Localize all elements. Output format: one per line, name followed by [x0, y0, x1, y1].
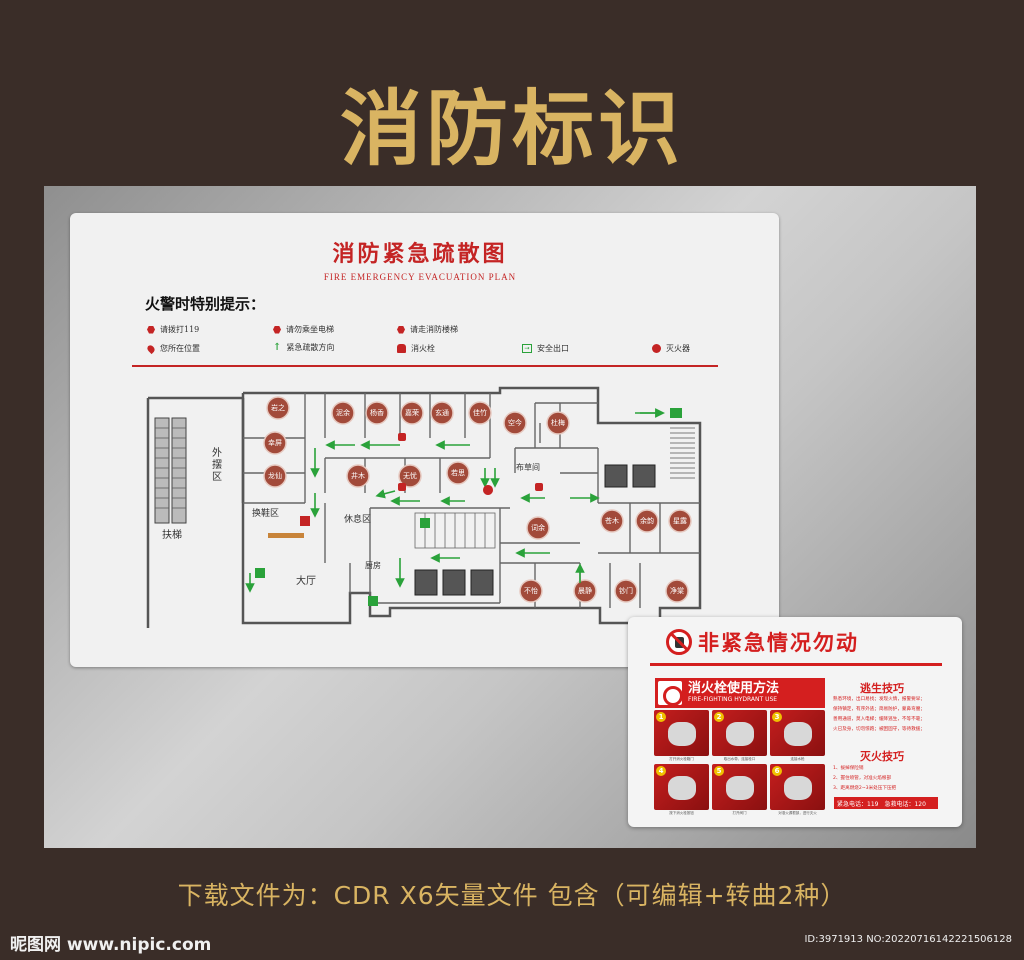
legend-item: 请走消防楼梯: [397, 324, 458, 335]
step-caption: 连接水枪: [790, 757, 805, 761]
legend-item: 请拨打119: [147, 324, 199, 335]
location-pin-icon: [145, 343, 157, 354]
room-label: 空今: [508, 419, 522, 427]
spray-icon: [784, 776, 812, 800]
legend-item: 您所在位置: [145, 343, 200, 354]
watermark-id: ID:3971913 NO:20220716142221506128: [804, 934, 1012, 945]
zone-lounge: 休息区: [344, 515, 372, 525]
room-label: 佳竹: [473, 409, 487, 417]
legend-item: ↑ 紧急疏散方向: [273, 342, 334, 353]
fire-hydrant-icon: [397, 344, 406, 353]
step-caption: 取出水带，连接栓口: [723, 757, 756, 761]
download-info: 下载文件为：CDR X6矢量文件 包含（可编辑+转曲2种）: [177, 881, 847, 910]
plan-subtitle: FIRE EMERGENCY EVACUATION PLAN: [323, 272, 517, 282]
room-label: 不怡: [524, 587, 538, 595]
room-label: 词余: [531, 524, 545, 532]
room-label: 苍木: [605, 517, 619, 525]
nozzle-icon: [784, 722, 812, 746]
legend-label: 消火栓: [411, 344, 435, 353]
step-caption: 打开阀门: [732, 811, 747, 815]
legend-label: 您所在位置: [160, 344, 200, 353]
room-label: 玄通: [435, 409, 449, 417]
divider-line: [132, 365, 718, 367]
step-caption: 按下消火栓按钮: [669, 811, 694, 815]
step-1-image: 1: [654, 710, 709, 756]
zone-outdoor: 外摆区: [212, 448, 222, 483]
zone-linen: 布草间: [516, 463, 540, 472]
emergency-phone-bar: 紧急电话：119 急救电话：120: [834, 797, 938, 809]
legend-label: 灭火器: [666, 344, 690, 353]
zone-hall: 大厅: [296, 576, 316, 587]
usage-title: 消火栓使用方法: [688, 681, 780, 696]
watermark-logo: 昵图网 www.nipic.com: [10, 935, 212, 955]
hints-title: 火警时特别提示：: [145, 295, 266, 313]
escape-tips-title: 逃生技巧: [860, 682, 904, 695]
zone-kitchen: 厨房: [365, 561, 381, 570]
hydrant-hose-icon: [658, 681, 683, 706]
legend-label: 安全出口: [537, 344, 569, 353]
room-label: 杜梅: [551, 419, 565, 427]
extinguisher-icon: [652, 344, 661, 353]
step-5-image: 5: [712, 764, 767, 810]
legend-label: 请勿乘坐电梯: [286, 325, 334, 334]
legend-item: 请勿乘坐电梯: [273, 324, 334, 335]
sign-divider: [650, 663, 942, 666]
legend-item: 消火栓: [397, 343, 435, 354]
room-label: 余韵: [640, 517, 654, 525]
room-label: 晨静: [578, 587, 592, 595]
room-label: 净棠: [670, 587, 684, 595]
room-label: 龙仙: [268, 472, 282, 480]
room-label: 井木: [351, 472, 365, 480]
legend-label: 紧急疏散方向: [286, 343, 335, 352]
room-label: 岩之: [271, 404, 285, 412]
hose-reel-icon: [668, 722, 696, 746]
legend-label: 请走消防楼梯: [410, 325, 458, 334]
step-caption: 对准火源根部，进行灭火: [778, 811, 817, 815]
escape-tips-text: 熟悉环境，出口易找；发现火情，报警要早； 保持镇定，有序外逃；简易防护，蒙鼻弯腰…: [833, 697, 925, 732]
hose-connector-icon: [726, 722, 754, 746]
green-arrow-icon: ↑: [273, 342, 282, 353]
room-label: 杨香: [370, 409, 384, 417]
room-label: 无忧: [403, 472, 417, 480]
hexagon-icon: [397, 325, 405, 334]
room-label: 嘉荣: [405, 409, 419, 417]
step-4-image: 4: [654, 764, 709, 810]
zone-escalator: 扶梯: [162, 530, 182, 541]
room-label: 星露: [673, 517, 687, 525]
zone-shoe-area: 换鞋区: [252, 509, 280, 519]
no-touch-icon: [666, 629, 692, 655]
room-label: 钞门: [619, 587, 633, 595]
extinguish-tips-title: 灭火技巧: [860, 750, 904, 763]
floor-plan: [146, 386, 702, 628]
step-2-image: 2: [712, 710, 767, 756]
sign-title: 非紧急情况勿动: [698, 631, 859, 655]
extinguish-tips-text: 1、拔掉保险销 2、握住喷管，对准火焰根部 3、距离燃烧2~3米处压下压把: [833, 766, 897, 791]
headline: 消防标识: [339, 82, 684, 177]
legend-label: 请拨打119: [160, 325, 200, 334]
exit-sign-icon: ⇥: [522, 344, 532, 353]
legend-item: ⇥ 安全出口: [522, 343, 569, 354]
room-label: 幸屏: [268, 439, 282, 447]
room-label: 若思: [451, 469, 465, 477]
alarm-button-icon: [668, 776, 696, 800]
step-caption: 打开消火栓箱门: [669, 757, 694, 761]
legend-item: 灭火器: [652, 343, 690, 354]
plan-title: 消防紧急疏散图: [332, 241, 508, 267]
escalator-graphic: [154, 417, 187, 524]
step-3-image: 3: [770, 710, 825, 756]
usage-header: 消火栓使用方法 FIRE-FIGHTING HYDRANT USE: [655, 678, 825, 708]
room-label: 泥余: [336, 409, 350, 417]
hexagon-icon: [147, 325, 155, 334]
step-6-image: 6: [770, 764, 825, 810]
usage-subtitle: FIRE-FIGHTING HYDRANT USE: [688, 696, 778, 703]
valve-icon: [726, 776, 754, 800]
hexagon-icon: [273, 325, 281, 334]
sign-header: 非紧急情况勿动: [666, 627, 859, 657]
